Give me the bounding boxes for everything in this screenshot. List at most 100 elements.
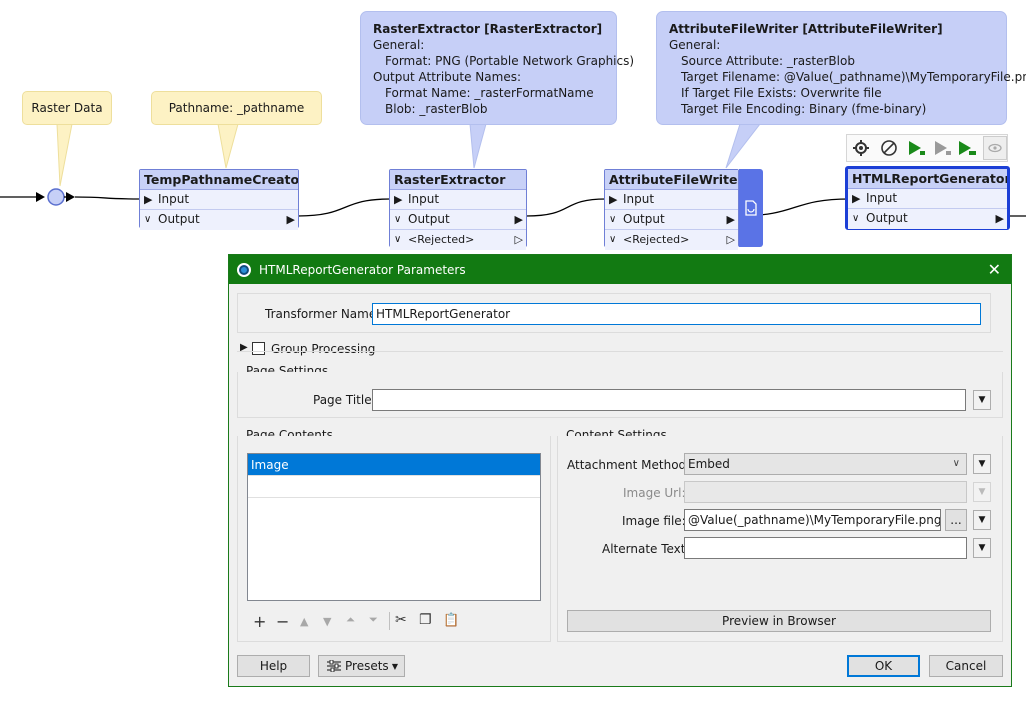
output-port[interactable]: ∨Output▶ <box>605 210 738 230</box>
run-from-this-icon[interactable] <box>931 136 955 160</box>
alternate-text-label: Alternate Text: <box>602 542 690 556</box>
port-label: Input <box>158 192 190 206</box>
port-label: <Rejected> <box>623 233 690 246</box>
input-port[interactable]: ▶ Input <box>848 189 1007 209</box>
transformer-raster-extractor[interactable]: RasterExtractor ▶Input ∨Output▶ ∨<Reject… <box>389 169 527 250</box>
page-title-menu-button[interactable]: ▼ <box>973 390 991 410</box>
close-icon[interactable]: ✕ <box>987 260 1001 279</box>
attachment-method-value: Embed <box>688 457 730 471</box>
alternate-text-input[interactable] <box>684 537 967 559</box>
disable-icon[interactable] <box>877 136 901 160</box>
note-line: If Target File Exists: Overwrite file <box>681 86 882 100</box>
alternate-text-menu-button[interactable]: ▼ <box>973 538 991 558</box>
pathname-note[interactable]: Pathname: _pathname <box>151 91 322 125</box>
output-port[interactable]: ∨Output▶ <box>848 209 1007 229</box>
writer-side-panel <box>739 169 763 247</box>
gear-icon[interactable] <box>849 136 873 160</box>
junction-arrow <box>66 192 75 202</box>
transformer-attribute-file-writer[interactable]: AttributeFileWriter ▶Input ∨Output▶ ∨ <Re… <box>604 169 739 250</box>
note-line: Source Attribute: _rasterBlob <box>681 54 855 68</box>
input-arrow-icon: ▶ <box>852 192 861 205</box>
parameters-dialog: HTMLReportGenerator Parameters ✕ Transfo… <box>228 254 1012 687</box>
chevron-down-icon: ∨ <box>609 234 617 245</box>
input-port[interactable]: ▶ Input <box>140 190 298 210</box>
input-port[interactable]: ▶Input <box>605 190 738 210</box>
note-line: Output Attribute Names: <box>373 70 521 84</box>
page-title-input[interactable] <box>372 389 966 411</box>
note-line: Target Filename: @Value(_pathname)\MyTem… <box>681 70 1026 84</box>
dialog-title-bar: HTMLReportGenerator Parameters ✕ <box>229 255 1011 284</box>
raster-data-note[interactable]: Raster Data <box>22 91 112 125</box>
attribute-file-writer-note-title: AttributeFileWriter [AttributeFileWriter… <box>669 22 943 36</box>
attachment-method-select[interactable]: Embed ∨ <box>684 453 967 475</box>
chevron-down-icon: ▼ <box>978 515 986 525</box>
image-file-input[interactable]: @Value(_pathname)\MyTemporaryFile.png <box>684 509 941 531</box>
dialog-title: HTMLReportGenerator Parameters <box>259 262 466 277</box>
port-label: Output <box>158 212 200 226</box>
browse-button[interactable]: ... <box>945 509 967 531</box>
page-title-label: Page Title: <box>313 393 376 407</box>
transformer-html-report-generator[interactable]: HTMLReportGenerator ▶Input ∨Output▶ <box>845 166 1010 230</box>
copy-icon[interactable]: ❐ <box>419 612 432 628</box>
temp-to-extractor-connection <box>297 198 391 217</box>
list-item[interactable]: Image <box>248 454 540 476</box>
port-label: Output <box>408 212 450 226</box>
attribute-file-writer-note[interactable]: AttributeFileWriter [AttributeFileWriter… <box>656 11 1026 125</box>
toolbar-separator <box>389 612 390 630</box>
input-port[interactable]: ▶Input <box>390 190 526 210</box>
rejected-arrow-icon: ▷ <box>514 233 523 246</box>
transformer-name-input[interactable]: HTMLReportGenerator <box>372 303 981 325</box>
page-contents-list[interactable]: Image <box>247 453 541 601</box>
incoming-arrow <box>36 192 45 202</box>
cancel-button[interactable]: Cancel <box>929 655 1003 677</box>
image-url-menu-button[interactable]: ▼ <box>973 482 991 502</box>
port-label: Output <box>623 212 665 226</box>
preview-in-browser-button[interactable]: Preview in Browser <box>567 610 991 632</box>
cut-icon[interactable]: ✂ <box>395 612 407 628</box>
raster-extractor-note[interactable]: RasterExtractor [RasterExtractor] Genera… <box>360 11 634 125</box>
note-line: General: <box>669 38 721 52</box>
run-to-this-icon[interactable] <box>905 136 929 160</box>
rejected-port[interactable]: ∨ <Rejected> ▷ <box>390 230 526 250</box>
image-file-menu-button[interactable]: ▼ <box>973 510 991 530</box>
rejected-port[interactable]: ∨<Rejected>▷ <box>605 230 738 250</box>
chevron-down-icon: ∨ <box>394 234 402 245</box>
remove-icon[interactable]: − <box>276 612 290 631</box>
output-port[interactable]: ∨Output▶ <box>140 210 298 230</box>
port-label: <Rejected> <box>408 233 475 246</box>
transformer-temp-pathname-creator[interactable]: TempPathnameCreator_ ▶Input ∨Output▶ <box>139 169 299 230</box>
run-just-this-icon[interactable] <box>955 136 979 160</box>
move-up-icon[interactable]: ▲ <box>300 615 309 628</box>
chevron-down-icon: ∨ <box>852 213 860 224</box>
note-line: Blob: _rasterBlob <box>385 102 488 116</box>
junction-node <box>47 188 65 206</box>
connection-canvas <box>0 123 1026 217</box>
port-label: Output <box>866 211 908 225</box>
port-label: Input <box>866 191 898 205</box>
attachment-method-menu-button[interactable]: ▼ <box>973 454 991 474</box>
input-arrow-icon: ▶ <box>144 193 153 206</box>
help-button[interactable]: Help <box>237 655 310 677</box>
move-bottom-icon[interactable]: ⏷ <box>369 613 378 626</box>
presets-button[interactable]: Presets ▼ <box>318 655 405 677</box>
transformer-toolbar <box>846 134 1008 162</box>
group-processing-checkbox[interactable] <box>252 342 265 355</box>
paste-icon[interactable]: 📋 <box>443 613 460 628</box>
output-arrow-icon: ▶ <box>514 213 523 226</box>
add-icon[interactable]: + <box>253 612 267 631</box>
transformer-title: AttributeFileWriter <box>605 170 738 190</box>
extractor-to-writer-connection <box>525 198 607 217</box>
inspect-icon[interactable] <box>983 136 1007 160</box>
expand-arrow-icon[interactable]: ▶ <box>240 342 248 353</box>
image-url-input[interactable] <box>684 481 967 503</box>
fme-logo-icon <box>237 262 251 277</box>
list-item-empty[interactable] <box>248 476 540 498</box>
move-down-icon[interactable]: ▼ <box>323 615 332 628</box>
output-port[interactable]: ∨Output▶ <box>390 210 526 230</box>
raster-extractor-note-pointer <box>469 123 487 169</box>
pathname-note-text: Pathname: _pathname <box>168 101 305 115</box>
move-top-icon[interactable]: ⏶ <box>346 613 355 626</box>
chevron-down-icon: ▼ <box>391 661 398 671</box>
ok-button[interactable]: OK <box>847 655 920 677</box>
image-file-label: Image file: <box>622 514 686 528</box>
